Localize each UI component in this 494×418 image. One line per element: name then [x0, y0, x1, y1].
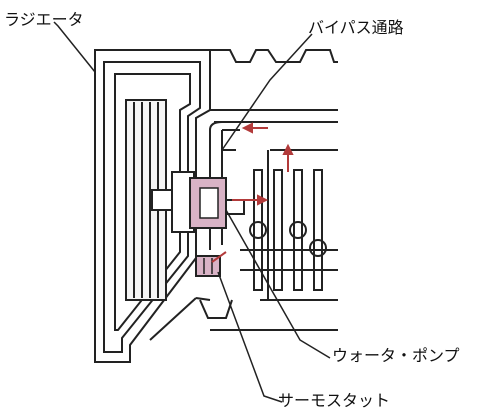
water-pump — [189, 177, 245, 229]
engine-block — [149, 49, 338, 341]
bypass-passage-label: バイパス通路 — [308, 18, 404, 37]
flow-arrows — [211, 122, 294, 263]
water-pump-label: ウォータ・ポンプ — [332, 346, 460, 365]
thermostat-label: サーモスタット — [278, 391, 391, 410]
radiator — [94, 49, 211, 363]
leader-lines — [53, 21, 331, 403]
radiator-label: ラジエータ — [4, 10, 84, 29]
